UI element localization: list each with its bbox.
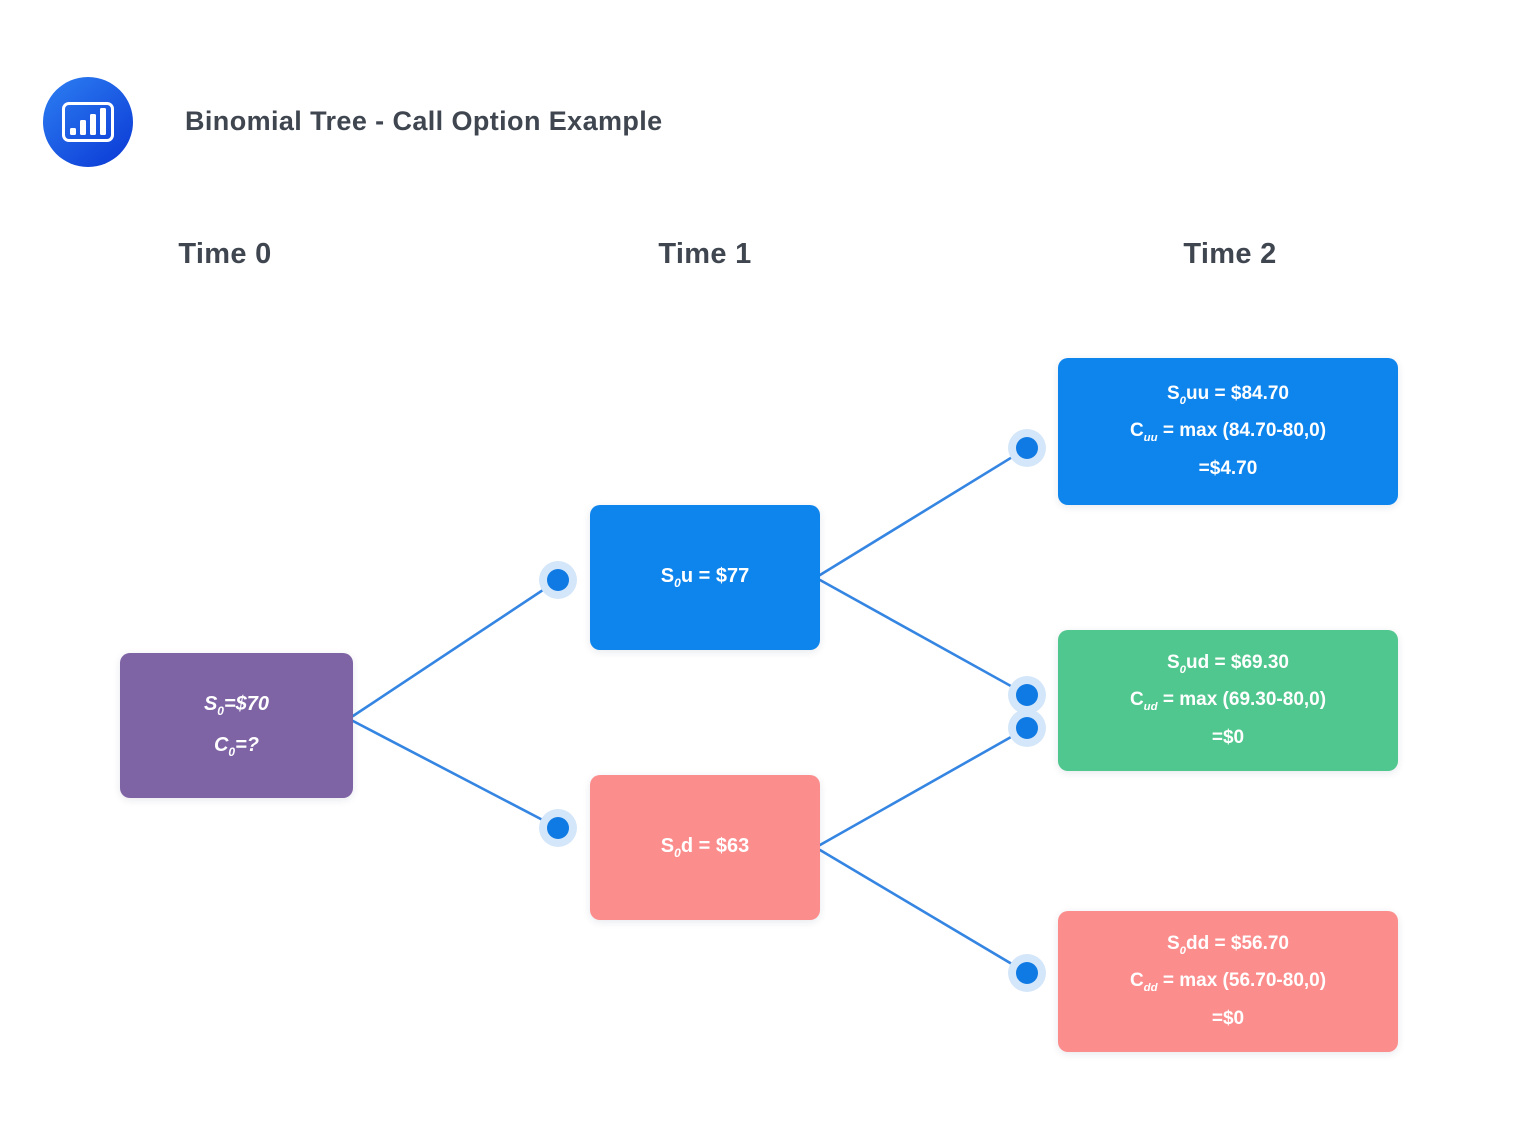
- connector-dot-dd: [1016, 962, 1038, 984]
- node-s0dd: S0dd = $56.70 Cdd = max (56.70-80,0) =$0: [1058, 911, 1398, 1052]
- node-s0-call-value: C0=?: [213, 734, 260, 759]
- node-s0ud: S0ud = $69.30 Cud = max (69.30-80,0) =$0: [1058, 630, 1398, 771]
- page-title: Binomial Tree - Call Option Example: [185, 106, 663, 136]
- edge-u-to-ud: [818, 578, 1029, 697]
- node-s0dd-call-formula: Cdd = max (56.70-80,0): [1129, 970, 1327, 994]
- edge-s0-to-d: [351, 719, 560, 830]
- bar-chart-icon-bar: [80, 120, 86, 135]
- connector-dot-ud-bottom: [1016, 717, 1038, 739]
- connector-dot-d: [547, 817, 569, 839]
- connector-dot-u: [547, 569, 569, 591]
- node-s0d: S0d = $63: [590, 775, 820, 920]
- connector-dot-ud-top: [1016, 684, 1038, 706]
- node-s0d-stock-value: S0d = $63: [660, 835, 750, 861]
- node-s0uu-stock-value: S0uu = $84.70: [1166, 382, 1289, 407]
- node-s0uu-call-formula: Cuu = max (84.70-80,0): [1129, 420, 1327, 444]
- node-s0u-stock-value: S0u = $77: [660, 565, 750, 591]
- edge-u-to-uu: [818, 446, 1029, 577]
- node-s0: S0=$70 C0=?: [120, 653, 353, 798]
- node-s0ud-call-formula: Cud = max (69.30-80,0): [1129, 689, 1327, 713]
- bar-chart-icon-bar: [90, 114, 96, 135]
- edge-s0-to-u: [351, 578, 560, 718]
- edge-d-to-ud: [818, 726, 1029, 847]
- connector-dot-uu: [1016, 437, 1038, 459]
- edge-d-to-dd: [818, 848, 1029, 975]
- bar-chart-icon-bar: [70, 128, 76, 135]
- node-s0ud-call-result: =$0: [1211, 726, 1245, 748]
- node-s0u: S0u = $77: [590, 505, 820, 650]
- node-s0dd-stock-value: S0dd = $56.70: [1166, 932, 1289, 957]
- bar-chart-icon: [62, 102, 114, 142]
- node-s0uu-call-result: =$4.70: [1198, 457, 1258, 479]
- node-s0uu: S0uu = $84.70 Cuu = max (84.70-80,0) =$4…: [1058, 358, 1398, 505]
- bar-chart-icon-bar: [100, 108, 106, 135]
- column-header-time-1: Time 1: [658, 238, 752, 270]
- column-header-time-0: Time 0: [178, 238, 272, 270]
- node-s0dd-call-result: =$0: [1211, 1007, 1245, 1029]
- node-s0ud-stock-value: S0ud = $69.30: [1166, 651, 1289, 676]
- app-logo: [43, 77, 133, 167]
- node-s0-stock-value: S0=$70: [203, 692, 270, 718]
- column-header-time-2: Time 2: [1183, 238, 1277, 270]
